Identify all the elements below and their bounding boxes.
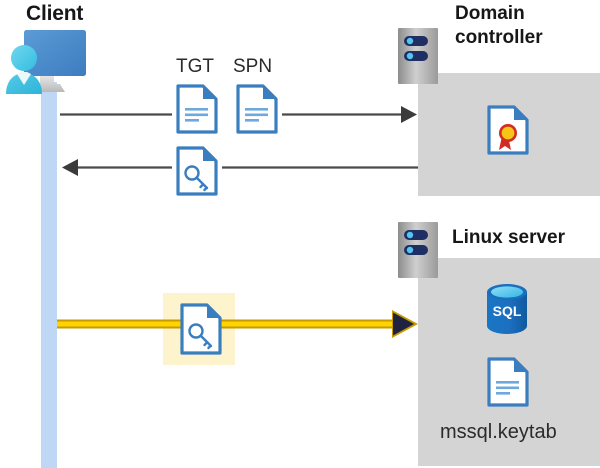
document-icon <box>236 84 278 134</box>
spn-label: SPN <box>233 56 273 77</box>
domain-controller-label: Domain controller <box>455 2 585 50</box>
linux-server-label: Linux server <box>452 227 565 248</box>
arrow-response <box>62 159 418 176</box>
server-rack-icon <box>398 28 438 84</box>
domain-controller-label-line1: Domain <box>455 3 525 24</box>
client-label: Client <box>26 2 84 25</box>
arrow-request <box>60 106 417 123</box>
user-monitor-icon <box>4 26 90 98</box>
client-lifeline <box>41 82 57 468</box>
key-document-icon <box>180 303 222 355</box>
arrow-service-ticket <box>57 310 418 338</box>
domain-controller-label-line2: controller <box>455 27 543 48</box>
sql-database-icon: SQL <box>484 283 530 335</box>
key-document-icon <box>176 146 218 196</box>
tgt-label: TGT <box>176 56 214 77</box>
server-rack-icon <box>398 222 438 278</box>
certificate-icon <box>487 105 529 155</box>
document-icon <box>176 84 218 134</box>
document-icon <box>487 357 529 407</box>
sql-text: SQL <box>493 303 522 319</box>
keytab-file-label: mssql.keytab <box>440 421 557 443</box>
